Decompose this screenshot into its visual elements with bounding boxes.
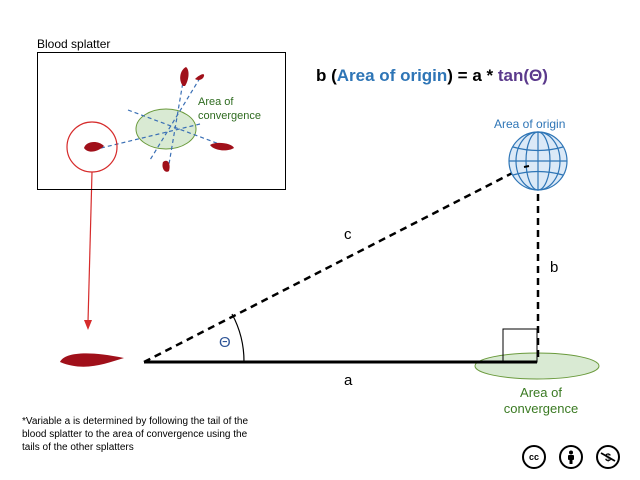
inset-frame bbox=[37, 52, 286, 190]
inset-convergence-label: Area of convergence bbox=[198, 96, 261, 122]
side-c-line bbox=[143, 164, 527, 364]
formula-highlight: Area of origin bbox=[336, 66, 448, 85]
right-angle-marker bbox=[502, 328, 538, 363]
side-c-label: c bbox=[344, 226, 352, 243]
creative-commons-icon: cc bbox=[522, 445, 546, 469]
inset-blood-drops bbox=[84, 67, 234, 172]
inset-trajectory-lines bbox=[100, 69, 223, 171]
formula: b (Area of origin) = a * tan(Θ) bbox=[316, 66, 548, 86]
origin-sphere bbox=[508, 131, 568, 191]
main-blood-drop bbox=[60, 353, 124, 367]
side-a-label: a bbox=[344, 372, 353, 389]
area-of-convergence-label: Area of convergence bbox=[503, 385, 579, 416]
footnote: *Variable a is determined by following t… bbox=[22, 416, 249, 453]
side-b-label: b bbox=[550, 259, 559, 276]
origin-dot bbox=[523, 165, 530, 168]
cc-text: cc bbox=[528, 452, 539, 462]
formula-prefix: b ( bbox=[316, 66, 337, 85]
formula-middle: ) = a * bbox=[447, 66, 498, 85]
formula-func: tan(Θ) bbox=[497, 66, 548, 85]
angle-arc bbox=[231, 313, 245, 363]
area-of-origin-label: Area of origin bbox=[494, 117, 566, 131]
non-commercial-icon: $ bbox=[596, 445, 620, 469]
attribution-icon bbox=[559, 445, 583, 469]
red-arrow-head bbox=[84, 320, 92, 330]
inset-title: Blood splatter bbox=[37, 37, 111, 51]
red-pointer-arrow bbox=[87, 171, 93, 323]
angle-theta-label: Θ bbox=[219, 334, 231, 351]
